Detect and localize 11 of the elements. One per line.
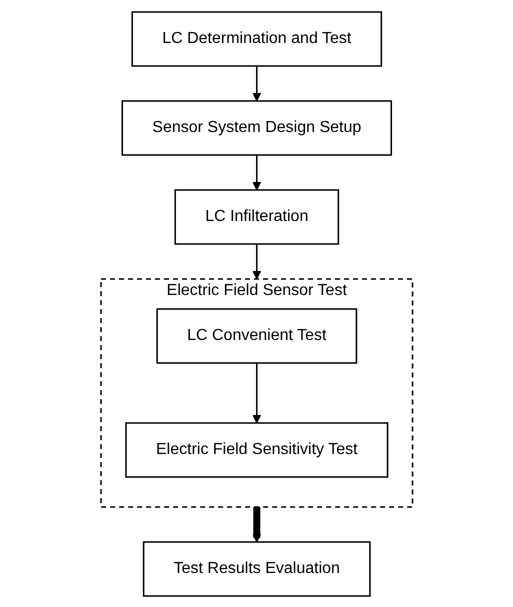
node-box: LC Infilteration (174, 188, 339, 244)
arrow (252, 154, 261, 190)
arrow (252, 66, 261, 101)
node-box: Sensor System Design Setup (121, 100, 392, 156)
arrow (252, 362, 261, 423)
arrow (252, 244, 261, 279)
node-box: Test Results Evaluation (142, 540, 370, 596)
node-box: LC Determination and Test (131, 10, 382, 66)
node-box: LC Convenient Test (156, 308, 357, 364)
node-box: Electric Field Sensitivity Test (124, 422, 388, 478)
arrow (252, 506, 261, 542)
